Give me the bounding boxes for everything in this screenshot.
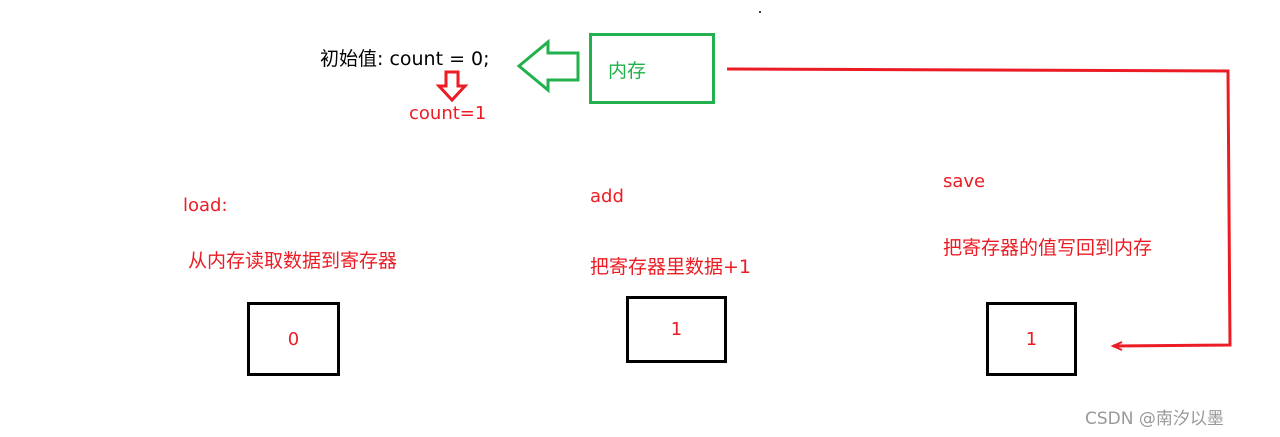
step-save-desc: 把寄存器的值写回到内存 bbox=[943, 237, 1153, 259]
step-add-desc: 把寄存器里数据+1 bbox=[590, 256, 752, 278]
register-box-add: 1 bbox=[626, 296, 727, 363]
step-add-title: add bbox=[590, 186, 624, 207]
step-load-title: load: bbox=[183, 195, 228, 216]
step-load-desc: 从内存读取数据到寄存器 bbox=[188, 250, 398, 272]
left-arrow-icon bbox=[516, 38, 580, 94]
register-value: 1 bbox=[670, 319, 683, 340]
register-value: 0 bbox=[287, 328, 300, 350]
writeback-line bbox=[726, 67, 1232, 348]
register-value: 1 bbox=[1025, 328, 1038, 350]
memory-label: 内存 bbox=[608, 60, 647, 82]
count-after-label: count=1 bbox=[409, 103, 487, 124]
watermark: CSDN @南汐以墨 bbox=[1085, 409, 1224, 429]
initial-value-label: 初始值: count = 0; bbox=[320, 48, 490, 70]
writeback-arrowhead bbox=[1110, 341, 1123, 351]
down-arrow-icon bbox=[435, 70, 469, 103]
memory-box: 内存 bbox=[589, 33, 715, 104]
register-box-save: 1 bbox=[986, 302, 1077, 376]
step-save-title: save bbox=[943, 171, 986, 192]
register-box-load: 0 bbox=[247, 302, 340, 376]
